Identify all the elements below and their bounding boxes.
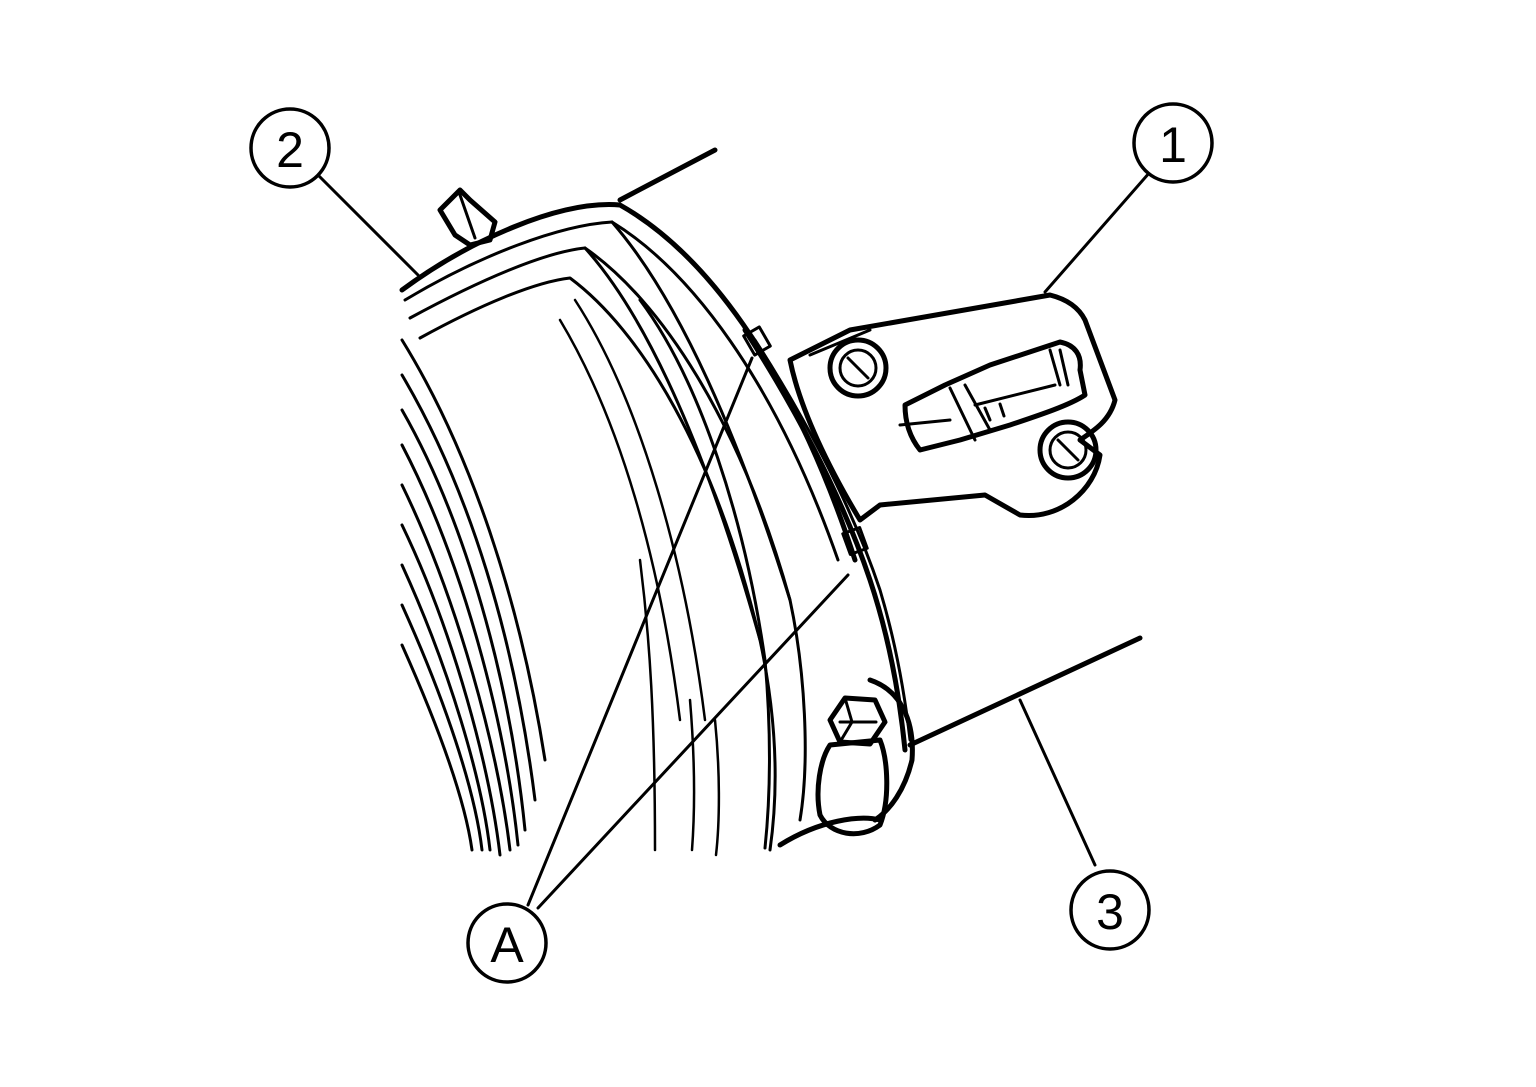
leader-3 — [1018, 698, 1097, 867]
sensor-body — [787, 292, 1118, 523]
leader-a-1 — [526, 356, 754, 907]
callout-a: A — [466, 902, 548, 984]
callout-3-label: 3 — [1096, 884, 1124, 940]
duct-lines — [617, 147, 1143, 748]
callout-1: 1 — [1132, 102, 1214, 184]
callout-2-label: 2 — [276, 122, 304, 178]
clamp-band — [742, 325, 915, 848]
callout-3: 3 — [1069, 869, 1151, 951]
callout-1-label: 1 — [1159, 117, 1187, 173]
housing-top-tab — [437, 187, 498, 248]
callout-a-label: A — [490, 917, 524, 973]
leader-a-2 — [536, 573, 850, 910]
callout-2: 2 — [249, 107, 331, 189]
leader-lines — [316, 170, 1152, 910]
leader-1 — [1043, 170, 1152, 294]
clamp-bolt — [827, 695, 888, 747]
housing-drum — [399, 202, 858, 857]
leader-2 — [316, 173, 420, 277]
